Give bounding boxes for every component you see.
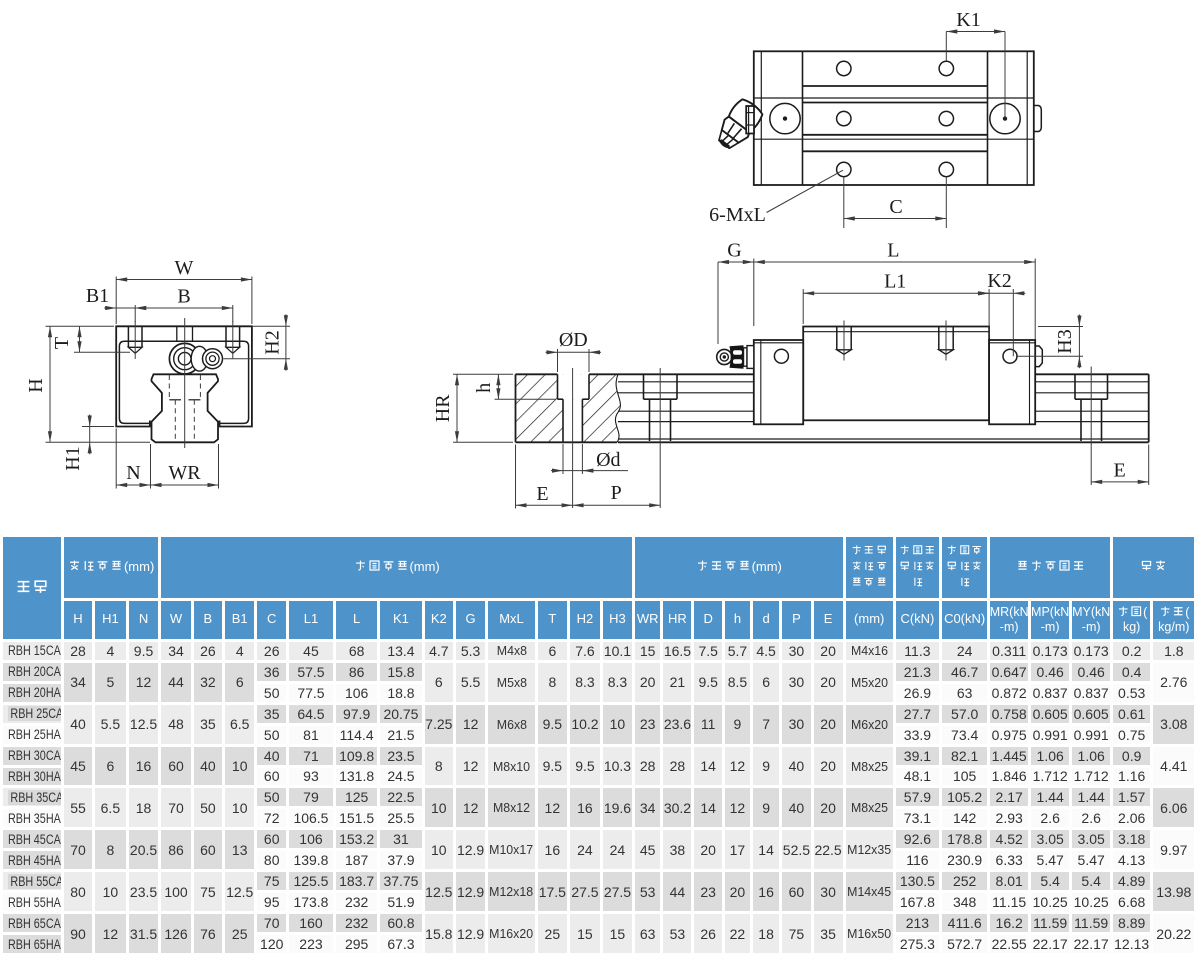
svg-text:K1: K1: [956, 9, 980, 31]
svg-text:K2: K2: [987, 270, 1011, 292]
svg-text:WR: WR: [168, 462, 201, 484]
svg-text:ØD: ØD: [559, 329, 588, 351]
svg-text:T: T: [51, 337, 73, 349]
svg-text:W: W: [175, 257, 194, 279]
svg-text:N: N: [126, 462, 140, 484]
svg-text:HR: HR: [432, 394, 454, 422]
svg-text:P: P: [611, 482, 622, 504]
svg-text:B: B: [177, 286, 190, 308]
svg-text:H1: H1: [62, 446, 84, 470]
svg-text:G: G: [727, 240, 741, 262]
svg-text:Ød: Ød: [596, 449, 620, 471]
svg-text:h: h: [473, 383, 495, 393]
svg-text:H3: H3: [1054, 329, 1076, 353]
svg-text:L: L: [887, 240, 899, 262]
svg-text:E: E: [1113, 460, 1125, 482]
svg-text:C: C: [889, 196, 902, 218]
svg-text:H2: H2: [262, 330, 284, 354]
svg-text:H: H: [25, 378, 47, 392]
svg-text:L1: L1: [884, 271, 906, 293]
svg-text:6-MxL: 6-MxL: [709, 204, 766, 226]
svg-text:E: E: [536, 483, 548, 505]
svg-text:B1: B1: [86, 285, 109, 307]
